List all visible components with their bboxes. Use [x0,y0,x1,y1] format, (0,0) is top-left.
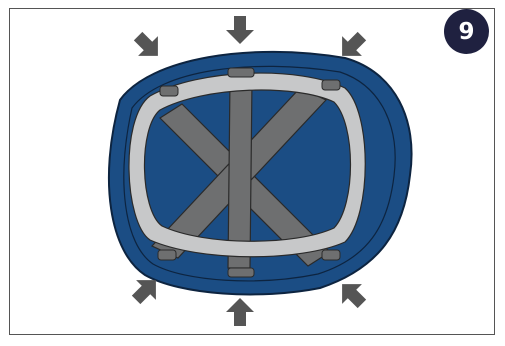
clip-bottom-right [322,250,340,260]
arrow-down-right-icon [128,26,168,66]
clip-top-center [228,68,254,77]
clip-bottom-left [158,250,176,260]
arrow-down-icon [226,16,254,44]
strap-vertical [228,80,252,268]
arrow-up-icon [226,298,254,326]
clip-top-right [322,80,340,90]
clip-bottom-center [228,268,254,277]
step-number-badge: 9 [444,9,489,54]
clip-top-left [160,86,178,96]
step-number: 9 [458,19,474,45]
